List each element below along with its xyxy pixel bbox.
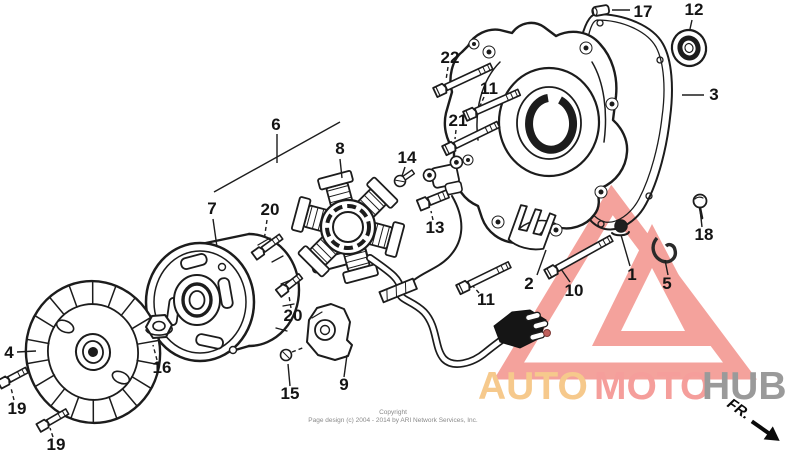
callout-3[interactable]: 3 [709, 85, 718, 104]
rotor-part-7 [144, 232, 301, 363]
logo-triangle-inner-cutout [621, 268, 685, 331]
copyright-footer: Copyright Page design (c) 2004 - 2014 by… [308, 409, 478, 424]
nut-part-16 [145, 314, 173, 339]
callout-1[interactable]: 1 [627, 265, 636, 284]
screw-part-14 [393, 169, 416, 188]
clip-part-5 [651, 236, 678, 264]
bolt-part-19-left [0, 366, 29, 390]
bracket-part-9 [306, 303, 353, 361]
copyright-line1: Copyright [379, 409, 407, 416]
bolt-part-21 [441, 120, 501, 157]
callout-4[interactable]: 4 [4, 343, 14, 362]
callout-12[interactable]: 12 [685, 0, 704, 19]
callout-11-top[interactable]: 11 [480, 79, 498, 98]
copyright-line2: Page design (c) 2004 - 2014 by ARI Netwo… [308, 417, 478, 424]
watermark-logo: AUTO MOTO HUB [478, 184, 787, 408]
callout-20-top[interactable]: 20 [261, 200, 280, 219]
bolt-part-20-bottom [274, 272, 304, 298]
callout-18[interactable]: 18 [695, 225, 714, 244]
brand-text-moto: MOTO [594, 365, 710, 408]
bolt-part-19-right [35, 408, 70, 433]
bolt-part-13 [415, 189, 450, 212]
callout-6[interactable]: 6 [271, 115, 280, 134]
callout-17[interactable]: 17 [634, 2, 653, 21]
bolt-part-11-middle [455, 261, 512, 296]
pulser-wire [413, 195, 463, 281]
stator-part-8 [290, 169, 406, 285]
callout-10[interactable]: 10 [565, 281, 584, 300]
dowel-pin-part-17 [591, 4, 610, 17]
callout-8[interactable]: 8 [335, 139, 344, 158]
bolt-part-10 [543, 234, 614, 280]
callout-labels: 17 12 22 11 21 3 6 7 8 20 20 4 19 19 16 … [4, 0, 718, 452]
bolt-part-22 [432, 62, 494, 98]
wire-harness [366, 254, 551, 368]
pulser-coil-assembly [422, 155, 464, 196]
brand-text-auto: AUTO [478, 365, 588, 408]
brand-text-hub: HUB [702, 365, 787, 408]
bolt-part-20-top [250, 233, 284, 261]
callout-7[interactable]: 7 [207, 199, 216, 218]
callout-15[interactable]: 15 [281, 384, 300, 403]
callout-5[interactable]: 5 [662, 274, 671, 293]
callout-19-right[interactable]: 19 [47, 435, 66, 452]
callout-11-middle[interactable]: 11 [477, 290, 495, 309]
callout-22[interactable]: 22 [441, 48, 460, 67]
flywheel-part-4 [24, 279, 162, 425]
callout-19-left[interactable]: 19 [8, 399, 27, 418]
callout-13[interactable]: 13 [426, 218, 445, 237]
leader-lines [10, 9, 704, 438]
fr-direction-arrow [750, 419, 780, 441]
callout-14[interactable]: 14 [398, 148, 417, 167]
wire-clamp-part-2 [507, 204, 557, 251]
bearing-part-12 [670, 28, 708, 68]
callout-2[interactable]: 2 [524, 274, 533, 293]
callout-21[interactable]: 21 [449, 111, 468, 130]
bolt-part-11-top [462, 88, 522, 122]
callout-16[interactable]: 16 [153, 358, 172, 377]
screw-part-15 [279, 346, 306, 362]
callout-20-bottom[interactable]: 20 [284, 306, 303, 325]
callout-9[interactable]: 9 [339, 375, 348, 394]
